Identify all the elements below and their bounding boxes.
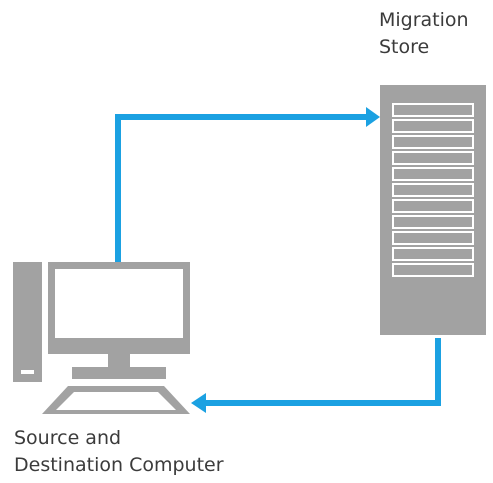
tower-icon: [13, 262, 42, 382]
upload-arrowhead: [366, 107, 380, 127]
computer-label: Source and Destination Computer: [14, 425, 224, 479]
restore-arrow: [191, 338, 441, 413]
restore-arrow-line: [206, 338, 441, 406]
desktop-computer-icon: [13, 262, 190, 414]
computer-label-line2: Destination Computer: [14, 454, 224, 476]
upload-arrow: [115, 107, 380, 262]
server-rack-icon: [380, 85, 486, 335]
migration-store-label-line2: Store: [379, 36, 430, 58]
monitor-icon: [48, 262, 190, 379]
upload-arrow-line: [115, 114, 366, 262]
restore-arrowhead: [191, 393, 206, 413]
migration-store-label-line1: Migration: [379, 9, 469, 31]
server-rack-drives: [392, 103, 474, 277]
computer-label-line1: Source and: [14, 427, 122, 449]
keyboard-icon: [42, 386, 190, 414]
migration-store-label: Migration Store: [379, 7, 469, 61]
